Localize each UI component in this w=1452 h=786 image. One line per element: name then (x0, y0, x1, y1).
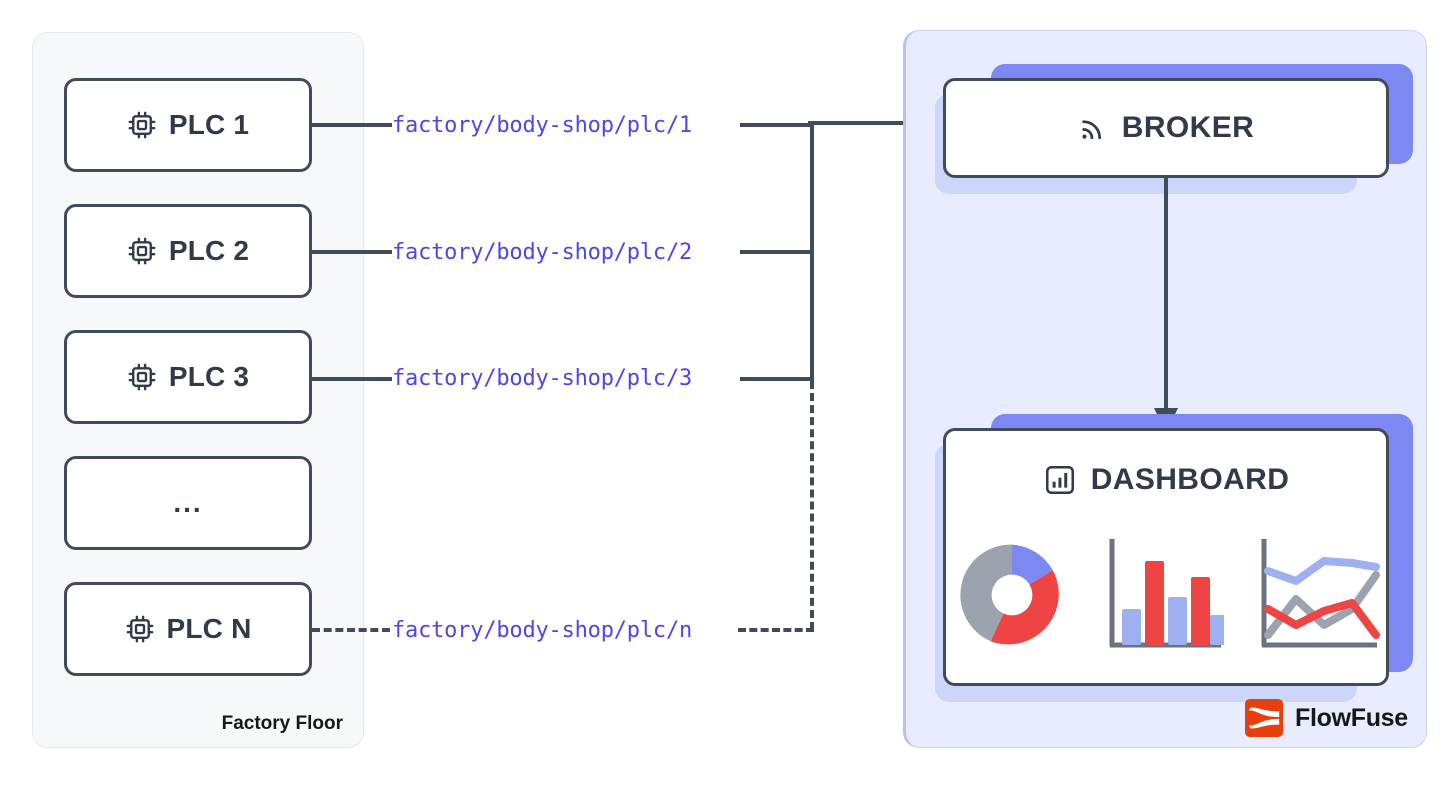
wire-plc1-left (312, 123, 392, 127)
cpu-chip-icon (128, 237, 156, 265)
plc-node-2[interactable]: PLC 2 (64, 204, 312, 298)
plc-node-n[interactable]: PLC N (64, 582, 312, 676)
wire-plcn-right-dashed (738, 628, 814, 632)
topic-label-plc1: factory/body-shop/plc/1 (392, 113, 693, 138)
dashboard-node[interactable]: DASHBOARD (935, 414, 1413, 702)
broker-title: BROKER (946, 81, 1386, 175)
dashboard-card: DASHBOARD (943, 428, 1389, 686)
flowfuse-brand: FlowFuse (1245, 699, 1408, 737)
plc-node-label: PLC N (166, 613, 252, 644)
wire-plc2-right (740, 250, 814, 254)
cpu-chip-icon (126, 615, 153, 643)
wire-plc3-right (740, 377, 814, 381)
bar-chart-box-icon (1045, 465, 1074, 495)
plc-node-ellipsis: ... (64, 456, 312, 550)
dashboard-label: DASHBOARD (1090, 463, 1290, 496)
wire-bus-vertical-dashed (810, 381, 814, 630)
plc-node-label: PLC 1 (168, 109, 250, 140)
plc-node-label: ... (173, 487, 203, 518)
rss-signal-icon (1082, 120, 1101, 140)
mini-line-chart (1261, 539, 1380, 648)
plc-node-label: PLC 2 (168, 235, 250, 266)
wire-plcn-left-dashed (312, 628, 390, 632)
wire-bus-vertical (810, 123, 814, 381)
broker-node[interactable]: BROKER (935, 64, 1413, 194)
cpu-chip-icon (128, 111, 156, 139)
cpu-chip-icon (128, 363, 156, 391)
dashboard-mini-charts (946, 535, 1386, 655)
plc-node-1[interactable]: PLC 1 (64, 78, 312, 172)
plc-node-label: PLC 3 (168, 361, 250, 392)
mini-bar-chart (1109, 539, 1224, 648)
broker-card: BROKER (943, 78, 1389, 178)
plc-node-3[interactable]: PLC 3 (64, 330, 312, 424)
arrow-broker-to-dashboard (1154, 176, 1178, 433)
wire-plc1-right (740, 123, 814, 127)
broker-label: BROKER (1121, 111, 1255, 144)
wire-plc2-left (312, 250, 392, 254)
wire-plc3-left (312, 377, 392, 381)
mini-donut-chart (960, 544, 1059, 645)
topic-label-plc2: factory/body-shop/plc/2 (392, 240, 693, 265)
flowfuse-brand-name: FlowFuse (1295, 703, 1408, 732)
factory-floor-caption: Factory Floor (221, 713, 343, 734)
flowfuse-logo-icon (1245, 699, 1283, 737)
topic-label-plc3: factory/body-shop/plc/3 (392, 366, 693, 391)
dashboard-title: DASHBOARD (946, 431, 1386, 497)
topic-label-plcn: factory/body-shop/plc/n (392, 618, 693, 643)
